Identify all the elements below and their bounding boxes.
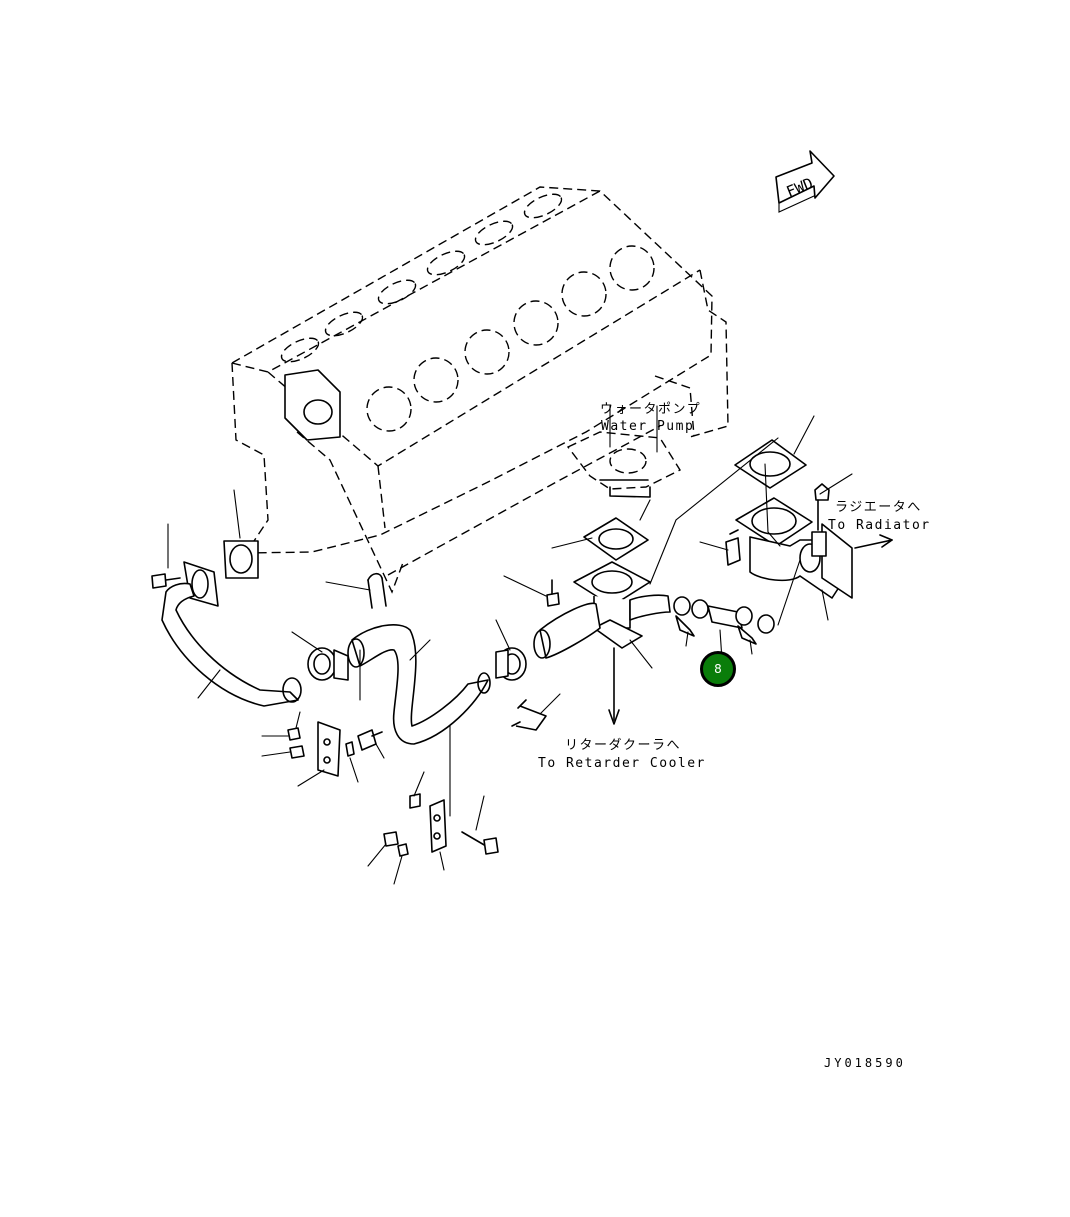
water-pump-label-en: Water Pump bbox=[601, 419, 695, 434]
water-pump-label-jp: ウォータポンプ bbox=[600, 402, 702, 417]
radiator-elbow bbox=[725, 483, 893, 599]
engine-block bbox=[231, 186, 729, 594]
brackets-fasteners bbox=[287, 721, 499, 857]
water-pump bbox=[566, 405, 682, 498]
gaskets bbox=[223, 439, 807, 579]
fwd-arrow-icon: FWD bbox=[775, 150, 835, 213]
retarder-label-jp: リターダクーラへ bbox=[565, 738, 682, 753]
drawing-id: JY018590 bbox=[824, 1056, 906, 1070]
retarder-tee bbox=[533, 561, 671, 725]
left-pipe bbox=[151, 561, 302, 707]
part-callout-8[interactable]: 8 bbox=[700, 651, 736, 687]
leader-lines bbox=[167, 415, 853, 885]
retarder-label-en: To Retarder Cooler bbox=[538, 756, 706, 771]
middle-s-pipe bbox=[307, 572, 547, 745]
radiator-label-jp: ラジエータへ bbox=[835, 500, 922, 515]
radiator-label-en: To Radiator bbox=[828, 518, 931, 533]
hose-clamps bbox=[673, 596, 775, 645]
